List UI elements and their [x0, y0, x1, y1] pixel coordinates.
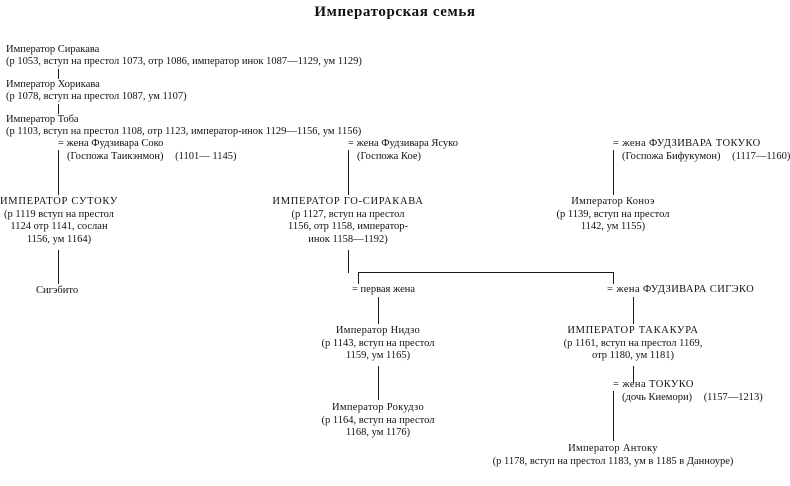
node-wife-fudziwara-sigeko: = жена ФУДЗИВАРА СИГЭКО — [607, 284, 754, 297]
node-years: (1101— 1145) — [175, 150, 237, 162]
node-emperor-sirakava: Император Сиракава (р 1053, вступ на пре… — [6, 44, 362, 69]
marriage-mark: = — [352, 284, 358, 295]
node-emperor-sutoku: ИМПЕРАТОР СУТОКУ (р 1119 вступ на престо… — [0, 196, 118, 246]
node-emperor-antoku: Император Антоку (р 1178, вступ на прест… — [453, 443, 773, 468]
marriage-mark: = — [348, 138, 354, 149]
node-name: Император Рокудзо — [332, 402, 424, 413]
node-name: Сигэбито — [36, 285, 79, 296]
node-alias: (Госпожа Таикэнмон) — [67, 150, 164, 162]
connector-first-wife-to-nidzo — [378, 297, 379, 324]
marriage-mark: = — [613, 379, 620, 390]
connector-sirakava-to-horikava — [58, 69, 59, 79]
node-emperor-nidzo: Император Нидзо (р 1143, вступ на престо… — [278, 325, 478, 363]
node-details-line-2: 1159, ум 1165) — [345, 350, 411, 362]
node-name: жена ФУДЗИВАРА ТОКУКО — [622, 138, 761, 149]
node-wife-first: = первая жена — [352, 284, 415, 297]
node-details-line-2: 1168, ум 1176) — [345, 427, 411, 439]
connector-horikava-to-toba — [58, 104, 59, 114]
connector-yasuko-to-go-sirakava — [348, 150, 349, 195]
node-name: Император Нидзо — [335, 325, 421, 336]
node-years: (1157—1213) — [703, 391, 763, 403]
node-details-line-2: 1124 отр 1141, сослан — [10, 221, 108, 233]
connector-nidzo-to-rokudzo — [378, 366, 379, 400]
connector-soko-to-sutoku — [58, 150, 59, 195]
page-title: Императорская семья — [314, 4, 476, 20]
node-details-line-1: (р 1164, вступ на престол — [321, 414, 435, 426]
node-wife-tokuko: = жена ТОКУКО (дочь Киемори) (1157—1213) — [613, 379, 763, 404]
node-name: Император Тоба — [6, 114, 79, 125]
node-alias: (дочь Киемори) — [622, 391, 693, 403]
node-name: ИМПЕРАТОР СУТОКУ — [0, 196, 118, 207]
node-emperor-rokudzo: Император Рокудзо (р 1164, вступ на прес… — [278, 402, 478, 440]
node-details-line-3: 1156, ум 1164) — [26, 233, 92, 245]
node-emperor-takakura: ИМПЕРАТОР ТАКАКУРА (р 1161, вступ на пре… — [533, 325, 733, 363]
node-details: (р 1078, вступ на престол 1087, ум 1107) — [6, 91, 187, 103]
node-details-line-1: (р 1178, вступ на престол 1183, ум в 118… — [492, 455, 734, 467]
node-name: жена Фудзивара Ясуко — [356, 138, 458, 149]
node-name: жена Фудзивара Соко — [66, 138, 164, 149]
node-name: Император Хорикава — [6, 79, 100, 90]
node-years: (1117—1160) — [732, 150, 790, 162]
node-emperor-toba: Император Тоба (р 1103, вступ на престол… — [6, 114, 361, 139]
node-alias: (Госпожа Кое) — [357, 150, 421, 162]
connector-bar-to-first-wife — [358, 272, 359, 284]
node-details-line-1: (р 1127, вступ на престол — [291, 208, 405, 220]
node-name: Император Антоку — [568, 443, 658, 454]
node-details: (р 1103, вступ на престол 1108, отр 1123… — [6, 126, 362, 138]
node-details-line-2: 1142, ум 1155) — [580, 221, 646, 233]
node-details-line-2: 1156, отр 1158, император- — [287, 221, 409, 233]
connector-takakura-to-tokuko — [633, 366, 634, 383]
connector-go-sirakava-down — [348, 250, 349, 273]
node-details-line-1: (р 1161, вступ на престол 1169, — [563, 337, 703, 349]
connector-tokuko-to-konoe — [613, 150, 614, 195]
node-name: жена ФУДЗИВАРА СИГЭКО — [616, 284, 755, 295]
node-details-line-3: инок 1158—1192) — [308, 233, 388, 245]
node-name: Император Сиракава — [6, 44, 100, 55]
node-emperor-konoe: Император Коноэ (р 1139, вступ на престо… — [513, 196, 713, 234]
connector-tokuko-to-antoku — [613, 391, 614, 441]
connector-go-sirakava-wives-bar — [358, 272, 614, 273]
node-emperor-horikava: Император Хорикава (р 1078, вступ на пре… — [6, 79, 187, 104]
connector-sutoku-to-sigebito — [58, 250, 59, 284]
node-details-line-1: (р 1139, вступ на престол — [556, 208, 670, 220]
node-name: ИМПЕРАТОР ГО-СИРАКАВА — [272, 196, 424, 207]
node-alias: (Госпожа Бифукумон) — [622, 150, 721, 162]
node-wife-fudziwara-yasuko: = жена Фудзивара Ясуко (Госпожа Кое) — [348, 138, 458, 163]
node-details-line-1: (р 1119 вступ на престол — [4, 208, 114, 220]
connector-bar-to-sigeko — [613, 272, 614, 284]
node-wife-fudziwara-soko: = жена Фудзивара Соко (Госпожа Таикэнмон… — [58, 138, 236, 163]
node-name: жена ТОКУКО — [622, 379, 694, 390]
marriage-mark: = — [607, 284, 614, 295]
marriage-mark: = — [613, 138, 620, 149]
node-name: первая жена — [360, 284, 416, 295]
node-sigebito: Сигэбито — [36, 285, 78, 298]
node-emperor-go-sirakava: ИМПЕРАТОР ГО-СИРАКАВА (р 1127, вступ на … — [248, 196, 448, 246]
node-details-line-1: (р 1143, вступ на престол — [321, 337, 435, 349]
node-name: ИМПЕРАТОР ТАКАКУРА — [567, 325, 699, 336]
node-details-line-2: отр 1180, ум 1181) — [591, 350, 675, 362]
node-wife-fudziwara-tokuko: = жена ФУДЗИВАРА ТОКУКО (Госпожа Бифукум… — [613, 138, 790, 163]
node-name: Император Коноэ — [571, 196, 655, 207]
marriage-mark: = — [58, 138, 64, 149]
connector-sigeko-to-takakura — [633, 297, 634, 324]
node-details: (р 1053, вступ на престол 1073, отр 1086… — [6, 56, 362, 68]
